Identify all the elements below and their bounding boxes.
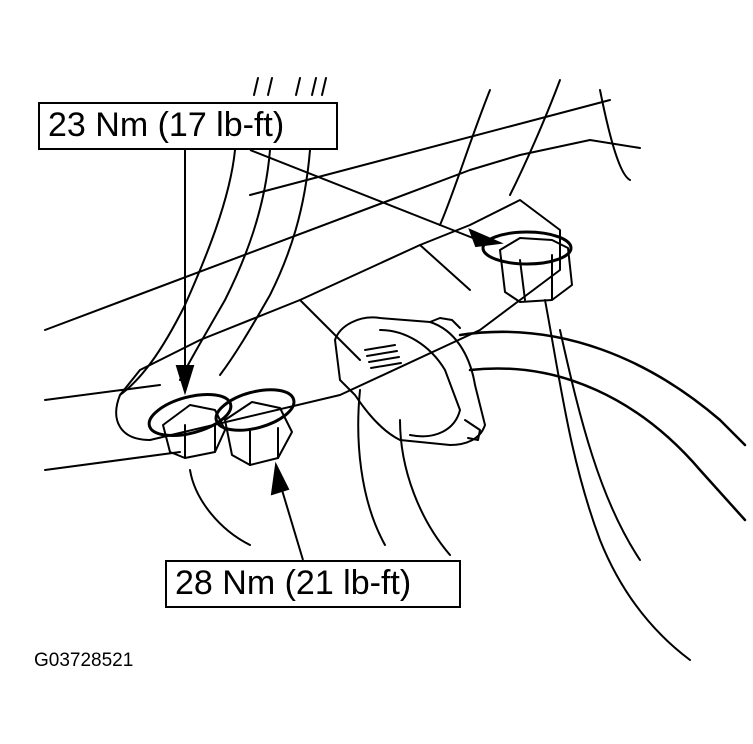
upright-member-left bbox=[119, 149, 236, 396]
bracket-left-edge bbox=[439, 89, 491, 226]
arrowhead-lower bbox=[270, 461, 290, 496]
bolt-middle-washer bbox=[214, 388, 296, 432]
connector-grip-lines bbox=[364, 344, 402, 369]
mounting-flange bbox=[115, 199, 561, 441]
bolt-right-washer bbox=[481, 230, 573, 266]
leader-line-upper-right bbox=[249, 149, 479, 241]
upright-member-right bbox=[219, 149, 311, 376]
frame-upper-line bbox=[249, 99, 611, 196]
bolt-middle-head bbox=[224, 401, 293, 466]
crossmember-lower-edge bbox=[44, 384, 161, 401]
frame-lower-line bbox=[44, 451, 181, 471]
crossmember-outline bbox=[44, 139, 641, 331]
lower-contour-1 bbox=[189, 469, 251, 546]
bolt-left-flat bbox=[184, 424, 216, 459]
arrowhead-upper-right bbox=[468, 228, 504, 248]
connector-pin bbox=[464, 419, 481, 441]
flange-inner bbox=[299, 244, 471, 361]
lower-skirt-right-2 bbox=[559, 329, 641, 561]
torque-callout-lower: 28 Nm (21 lb-ft) bbox=[165, 560, 461, 608]
wire-harness-tube-bottom bbox=[468, 367, 747, 522]
bolt-middle-flat bbox=[249, 427, 279, 466]
bracket-far-edge bbox=[599, 89, 631, 181]
arrowhead-upper-left bbox=[175, 365, 195, 396]
bolt-right-flat bbox=[519, 254, 553, 301]
figure-identifier: G03728521 bbox=[34, 650, 134, 671]
bolt-left-washer bbox=[147, 392, 233, 438]
lower-skirt-right bbox=[544, 299, 691, 661]
bracket-right-edge bbox=[509, 79, 561, 196]
lower-contour-2 bbox=[357, 389, 386, 546]
bolt-right-head bbox=[499, 237, 573, 303]
torque-callout-upper: 23 Nm (17 lb-ft) bbox=[38, 102, 338, 150]
bolt-left-head bbox=[162, 404, 226, 459]
connector-body bbox=[334, 316, 486, 446]
leader-line-lower bbox=[281, 489, 304, 561]
hatch-marks bbox=[253, 77, 327, 96]
connector-face bbox=[379, 329, 461, 438]
wire-harness-tube-top bbox=[458, 330, 747, 447]
lower-contour-3 bbox=[399, 419, 451, 556]
connector-latch bbox=[429, 317, 461, 329]
upright-member-inner bbox=[179, 149, 271, 381]
